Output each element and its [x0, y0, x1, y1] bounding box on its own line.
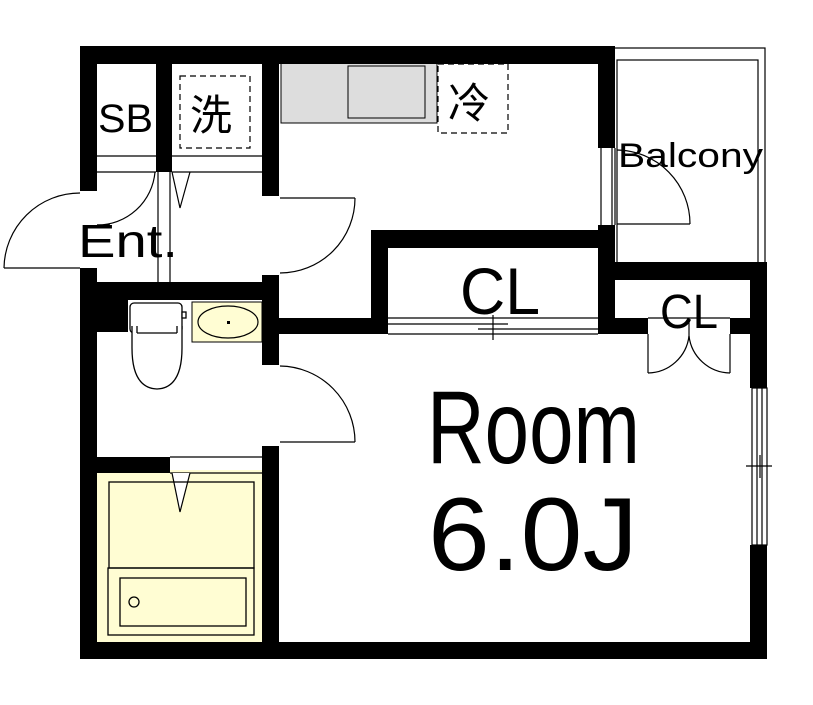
fridge-space [437, 63, 509, 134]
room-size-label: 6.0J [428, 477, 638, 593]
closet-main-label: CL [460, 254, 540, 328]
washer-space [179, 75, 251, 149]
closet-main-sliding-door[interactable] [388, 315, 598, 340]
shoebox-label: SB [98, 97, 153, 141]
kitchen-sink [347, 65, 426, 119]
washer-label: 洗 [190, 91, 232, 140]
walls [80, 46, 767, 659]
balcony-label: Balcony [618, 137, 763, 175]
kitchen-door[interactable] [279, 197, 356, 274]
room-name-label: Room [427, 370, 640, 486]
doors [3, 149, 772, 546]
bathtub [107, 481, 255, 636]
toilet-door[interactable] [279, 365, 356, 443]
washbasin [197, 305, 259, 339]
shoebox-door[interactable] [96, 171, 156, 226]
bath-folding-door[interactable] [171, 472, 191, 513]
kitchen-counter [280, 62, 438, 124]
entrance-label: Ent. [78, 215, 178, 267]
toilet [129, 302, 187, 390]
wash-folding-door[interactable] [171, 171, 191, 209]
closet-small-double-door[interactable] [647, 317, 731, 374]
closet-small-label: CL [660, 286, 718, 339]
balcony-door[interactable] [616, 149, 691, 225]
fridge-label: 冷 [448, 79, 490, 128]
entrance-door[interactable] [3, 192, 81, 269]
room-window[interactable] [746, 387, 772, 546]
